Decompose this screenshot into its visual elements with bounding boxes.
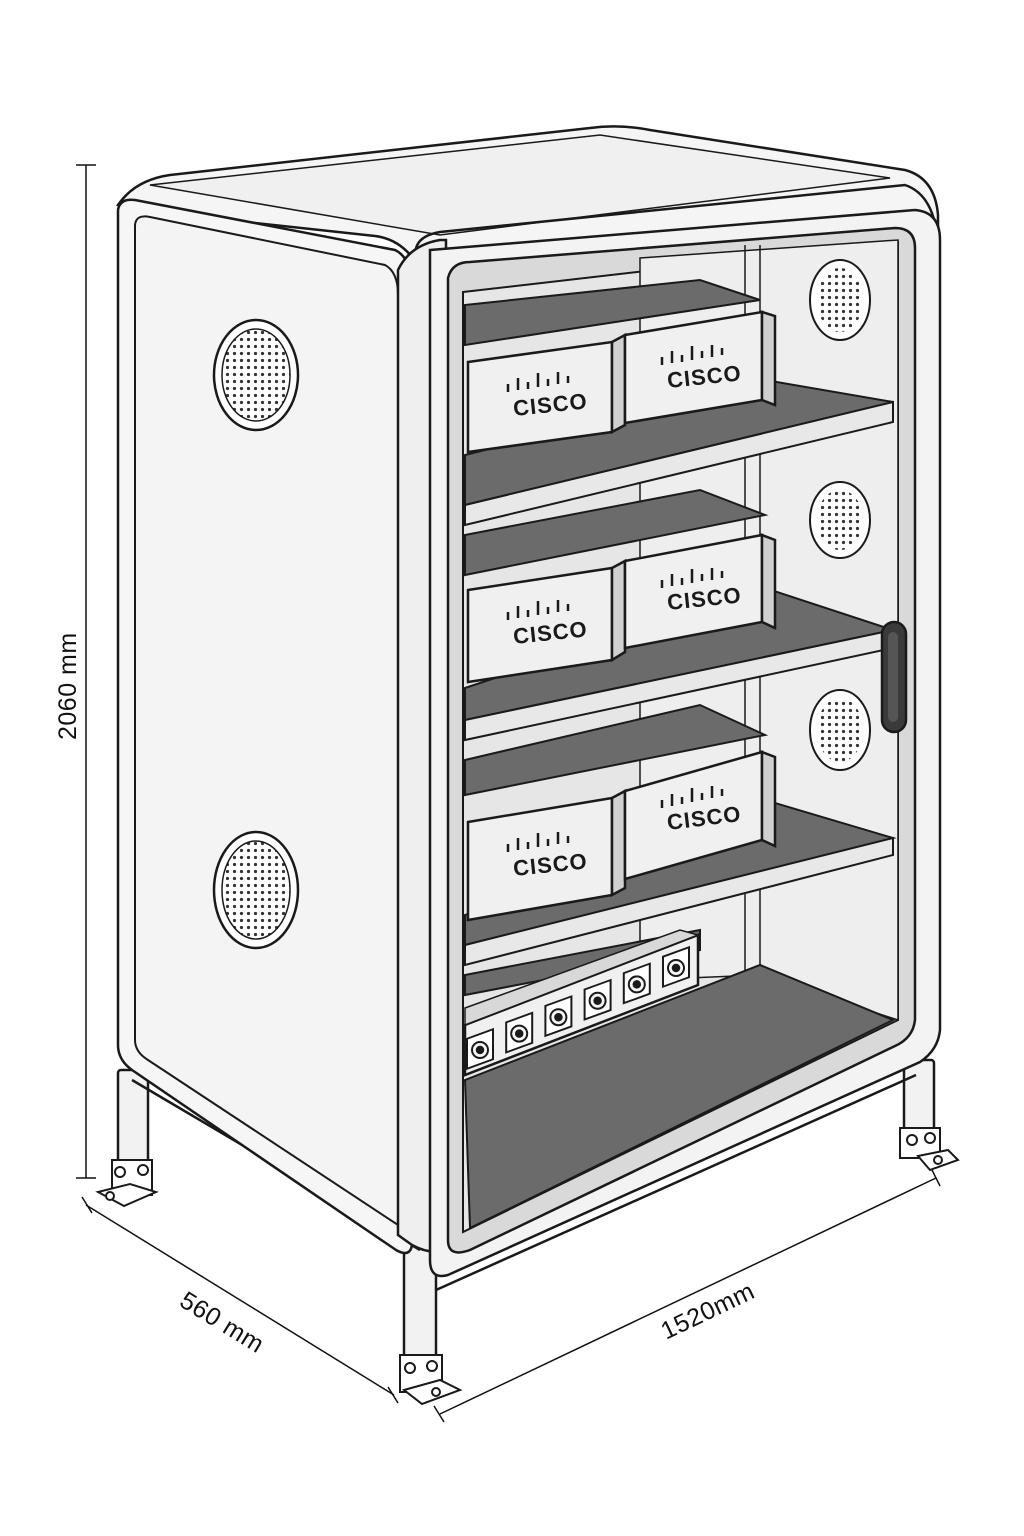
foot-bolt-icon [95, 1127, 960, 1406]
shelves [463, 278, 897, 1230]
switch-unit: CISCO [466, 788, 627, 922]
power-outlet-icon [466, 1027, 494, 1071]
cisco-bars-icon [506, 372, 570, 392]
switch-row-2: CISCO CISCO [466, 533, 777, 684]
vent-grille-icon [212, 318, 300, 432]
power-outlet-icon [622, 962, 651, 1005]
power-outlet-icon [505, 1011, 534, 1054]
cisco-bars-icon [660, 786, 724, 808]
depth-label: 560 mm [175, 1286, 269, 1359]
vent-grille-icon [212, 830, 300, 950]
cisco-bars-icon [660, 345, 724, 365]
vent-grille-icon [809, 481, 871, 559]
switch-unit: CISCO [466, 332, 627, 454]
power-outlet-icon [583, 978, 612, 1021]
switch-row-3: CISCO CISCO [466, 750, 777, 922]
cisco-bars-icon [660, 568, 724, 588]
height-label: 2060 mm [54, 632, 82, 740]
switch-row-1: CISCO CISCO [466, 310, 777, 454]
switch-unit: CISCO [466, 558, 627, 684]
switch-unit: CISCO [623, 750, 777, 881]
switch-unit: CISCO [623, 533, 777, 650]
vent-grille-icon [809, 689, 871, 771]
cisco-bars-icon [506, 832, 570, 852]
vent-grille-icon [809, 259, 871, 341]
power-strip [463, 929, 701, 1077]
switch-unit: CISCO [623, 310, 777, 425]
power-outlet-icon [544, 995, 573, 1038]
depth-dimension: 560 mm [81, 1196, 399, 1404]
cisco-bars-icon [506, 600, 570, 620]
door-handle-icon[interactable] [880, 620, 908, 734]
height-dimension: 2060 mm [54, 164, 96, 1179]
power-outlet-icon [662, 945, 690, 989]
